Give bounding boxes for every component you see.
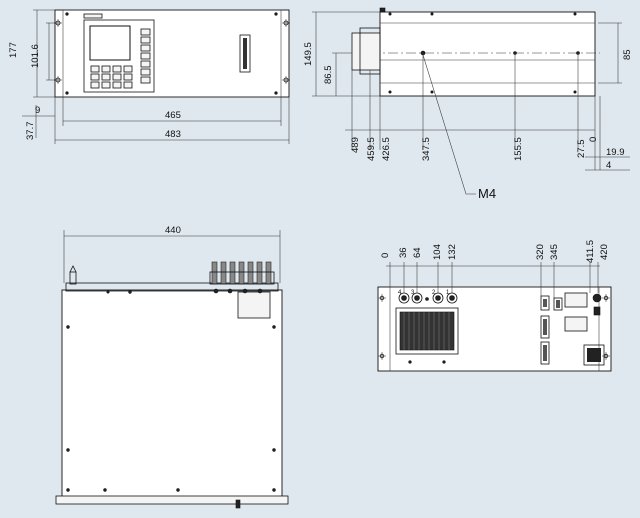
front-dim-101-6: 101.6 xyxy=(30,44,41,68)
side-dim-149-5: 149.5 xyxy=(303,42,314,66)
front-panel-edge xyxy=(351,32,381,71)
m4-leader-line xyxy=(422,54,476,195)
side-dim-0: 0 xyxy=(588,137,599,142)
port-label: 4 xyxy=(398,290,402,296)
rear-label-plate xyxy=(564,316,588,332)
side-housing xyxy=(379,11,596,97)
rear-dim-320: 320 xyxy=(535,244,546,260)
keypad xyxy=(90,65,133,89)
side-dim-489: 489 xyxy=(350,137,361,153)
rear-dim-36: 36 xyxy=(398,247,409,258)
operator-panel-frame xyxy=(83,19,155,93)
rear-label-plate xyxy=(564,292,588,308)
gas-fitting-icon xyxy=(69,265,77,285)
softkey-column xyxy=(140,28,151,84)
side-dim-86-5: 86.5 xyxy=(323,66,334,85)
front-panel-inner xyxy=(62,9,282,98)
rear-view: 4 3 2 1 xyxy=(377,240,612,372)
side-dim-85: 85 xyxy=(622,49,633,60)
side-dim-19-9: 19.9 xyxy=(606,147,625,158)
screw-icon xyxy=(274,12,278,16)
flowmeter-tube xyxy=(243,38,247,69)
heat-sink xyxy=(395,307,459,355)
side-dim-347-5: 347.5 xyxy=(421,137,432,161)
side-dim-4: 4 xyxy=(606,160,611,171)
top-label-plate xyxy=(237,291,271,319)
top-dim-440: 440 xyxy=(165,225,181,236)
side-dim-155-5: 155.5 xyxy=(513,137,524,161)
top-front-edge xyxy=(55,495,289,505)
fitting-icon xyxy=(379,7,386,13)
rear-mounting-hole xyxy=(378,294,386,302)
sub-d-connector xyxy=(540,315,550,339)
side-dim-426-5: 426.5 xyxy=(381,137,392,161)
front-dim-9: 9 xyxy=(35,105,40,116)
front-view: 177 101.6 37.7 9 465 483 xyxy=(8,9,290,144)
flowmeter-window xyxy=(239,34,251,73)
top-housing xyxy=(61,289,283,499)
front-dim-483: 483 xyxy=(165,129,181,140)
top-view: 440 xyxy=(55,225,289,509)
front-mounting-hole xyxy=(282,76,290,84)
rear-dim-132: 132 xyxy=(447,244,458,260)
rear-dim-0: 0 xyxy=(380,253,391,258)
rear-fittings xyxy=(209,261,275,294)
front-stub xyxy=(235,499,241,509)
front-dim-37-7: 37.7 xyxy=(25,122,36,141)
rear-mounting-hole xyxy=(378,352,386,360)
front-mounting-hole xyxy=(282,19,290,27)
m4-callout: M4 xyxy=(478,186,496,201)
side-dim-459-5: 459.5 xyxy=(366,137,377,161)
sub-d-connector xyxy=(553,297,563,311)
port-label: 2 xyxy=(432,290,436,296)
rear-mounting-hole xyxy=(602,294,610,302)
rear-dim-411-5: 411.5 xyxy=(585,240,596,263)
sub-d-connector xyxy=(540,295,550,311)
top-rear-lip xyxy=(65,282,279,292)
gas-port-icon xyxy=(432,292,444,304)
screw-icon xyxy=(274,91,278,95)
sub-d-connector xyxy=(540,341,550,365)
front-label-strip xyxy=(83,13,103,19)
port-label: 3 xyxy=(411,290,415,296)
front-dim-465: 465 xyxy=(165,110,181,121)
fuse-holder-icon xyxy=(592,293,602,303)
lcd-display xyxy=(89,25,131,61)
rear-mounting-hole xyxy=(602,352,610,360)
port-label: 1 xyxy=(446,290,450,296)
power-inlet-icon xyxy=(583,344,605,366)
rear-dim-420: 420 xyxy=(599,244,610,260)
screw-icon xyxy=(65,12,69,16)
screw-icon xyxy=(65,91,69,95)
rear-dim-64: 64 xyxy=(412,247,423,258)
rear-dim-104: 104 xyxy=(432,244,443,260)
side-dim-27-5: 27.5 xyxy=(576,140,587,159)
front-dim-177: 177 xyxy=(8,42,19,58)
power-switch-icon xyxy=(593,306,601,316)
rear-dim-345: 345 xyxy=(549,244,560,260)
side-view: 149.5 86.5 85 489 459.5 426.5 347.5 155.… xyxy=(303,7,633,201)
